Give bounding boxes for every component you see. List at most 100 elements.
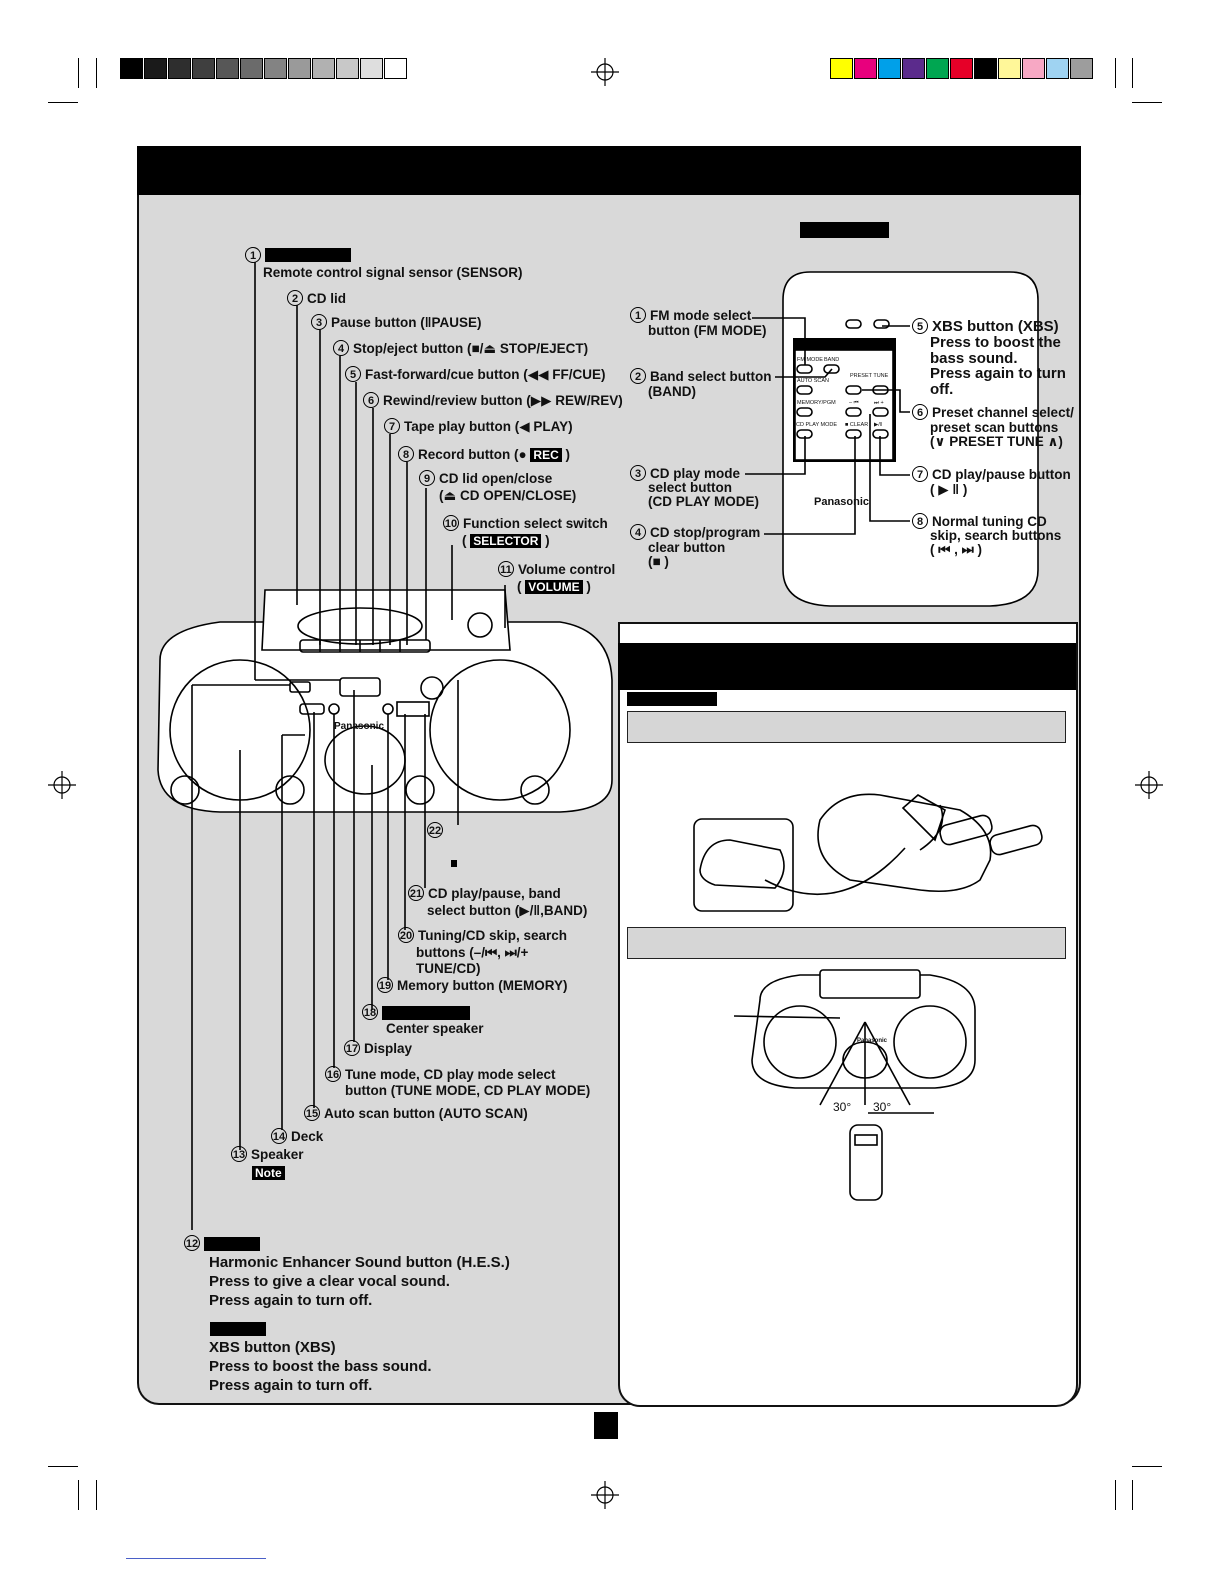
gray-swatch [120, 58, 143, 79]
gray-swatch [192, 58, 215, 79]
gray-swatch [360, 58, 383, 79]
angle-right: 30° [873, 1100, 892, 1114]
remote-use-header [618, 643, 1076, 690]
remote-item-1-sub: button (FM MODE) [648, 323, 767, 338]
color-swatch [830, 58, 853, 79]
remote-label-play-pause: ▶/‖ [874, 422, 883, 428]
item-18-sub: Center speaker [386, 1021, 484, 1036]
color-swatch [974, 58, 997, 79]
item-9-sub: (⏏ CD OPEN/CLOSE) [439, 488, 577, 503]
gray-swatch [384, 58, 407, 79]
item-20-sub2: TUNE/CD) [416, 961, 481, 976]
remote-label-memory: MEMORY/PGM [797, 400, 836, 406]
gray-swatch [144, 58, 167, 79]
item-22-label: 22 [427, 822, 447, 839]
boombox-brand: Panasonic [334, 721, 385, 732]
remote-item-5-l3: bass sound. [930, 350, 1018, 367]
remote-label-skip-fwd: ⏭ + [874, 400, 884, 406]
color-swatch [1046, 58, 1069, 79]
item-16-sub: button (TUNE MODE, CD PLAY MODE) [345, 1083, 591, 1098]
item-18-label: 18 [362, 1004, 470, 1021]
item-10-sub: ( SELECTOR ) [462, 533, 550, 548]
remote-item-7-l2: ( ▶ ‖ ) [930, 482, 968, 497]
remote-item-6-l2: preset scan buttons [930, 420, 1059, 435]
remote-use-tag [627, 692, 717, 706]
sensor-label: Remote control signal sensor (SENSOR) [263, 265, 523, 280]
xbs-tag [210, 1322, 266, 1336]
item-20-sub: buttons (–/⏮, ⏭/+ [416, 945, 529, 960]
xbs-line-2: Press to boost the bass sound. [209, 1358, 432, 1375]
color-swatch [998, 58, 1021, 79]
remote-label-fm-mode: FM MODE [797, 357, 823, 363]
item-21-sub: select button (▶/‖,BAND) [427, 903, 588, 918]
remote-item-4-sub: clear button [648, 540, 726, 555]
remote-label-preset-tune: PRESET TUNE [850, 373, 889, 379]
remote-label-skip-back: – ⏮ [849, 400, 859, 406]
remote-heading-tag [800, 222, 889, 238]
remote-item-4-sub2: (■ ) [648, 554, 669, 569]
gray-swatch [288, 58, 311, 79]
gray-swatch [168, 58, 191, 79]
remote-label-clear: ■ CLEAR [845, 422, 869, 428]
gray-swatch [336, 58, 359, 79]
xbs-line-3: Press again to turn off. [209, 1377, 373, 1394]
gray-swatch [264, 58, 287, 79]
remote-label-cd-play-mode: CD PLAY MODE [796, 422, 838, 428]
xbs-line-1: XBS button (XBS) [209, 1339, 336, 1356]
footer-rule [126, 1558, 266, 1559]
aim-boombox-brand: Panasonic [857, 1038, 888, 1044]
section-header-bar [137, 146, 1081, 195]
remote-item-3-sub: select button [648, 480, 733, 495]
angle-left: 30° [833, 1100, 852, 1114]
remote-item-3-sub2: (CD PLAY MODE) [648, 494, 760, 509]
remote-item-2-sub: (BAND) [648, 384, 696, 399]
color-swatch [926, 58, 949, 79]
remote-brand: Panasonic [814, 496, 870, 508]
remote-item-8-l3: ( ⏮ , ⏭ ) [930, 542, 983, 557]
remote-label-auto-scan: AUTO SCAN [797, 378, 829, 384]
color-swatch [878, 58, 901, 79]
remote-item-8-l2: skip, search buttons [930, 528, 1062, 543]
remote-item-5-l2: Press to boost the [930, 334, 1061, 351]
note-tag: Note [252, 1165, 285, 1181]
item-1-label: 1 [245, 247, 351, 264]
hes-line-3: Press again to turn off. [209, 1292, 373, 1309]
remote-item-5-l4: Press again to turn [930, 365, 1066, 382]
color-swatch [902, 58, 925, 79]
gray-swatch [312, 58, 335, 79]
color-swatch [1022, 58, 1045, 79]
item-11-sub: ( VOLUME ) [517, 579, 591, 594]
hes-line-1: Harmonic Enhancer Sound button (H.E.S.) [209, 1254, 510, 1271]
page-number-box [594, 1412, 618, 1439]
remote-item-5-l5: off. [930, 381, 954, 398]
gray-swatch [240, 58, 263, 79]
color-swatch [950, 58, 973, 79]
item-12-label: 12 [184, 1235, 260, 1252]
color-swatch [854, 58, 877, 79]
gray-swatch [216, 58, 239, 79]
